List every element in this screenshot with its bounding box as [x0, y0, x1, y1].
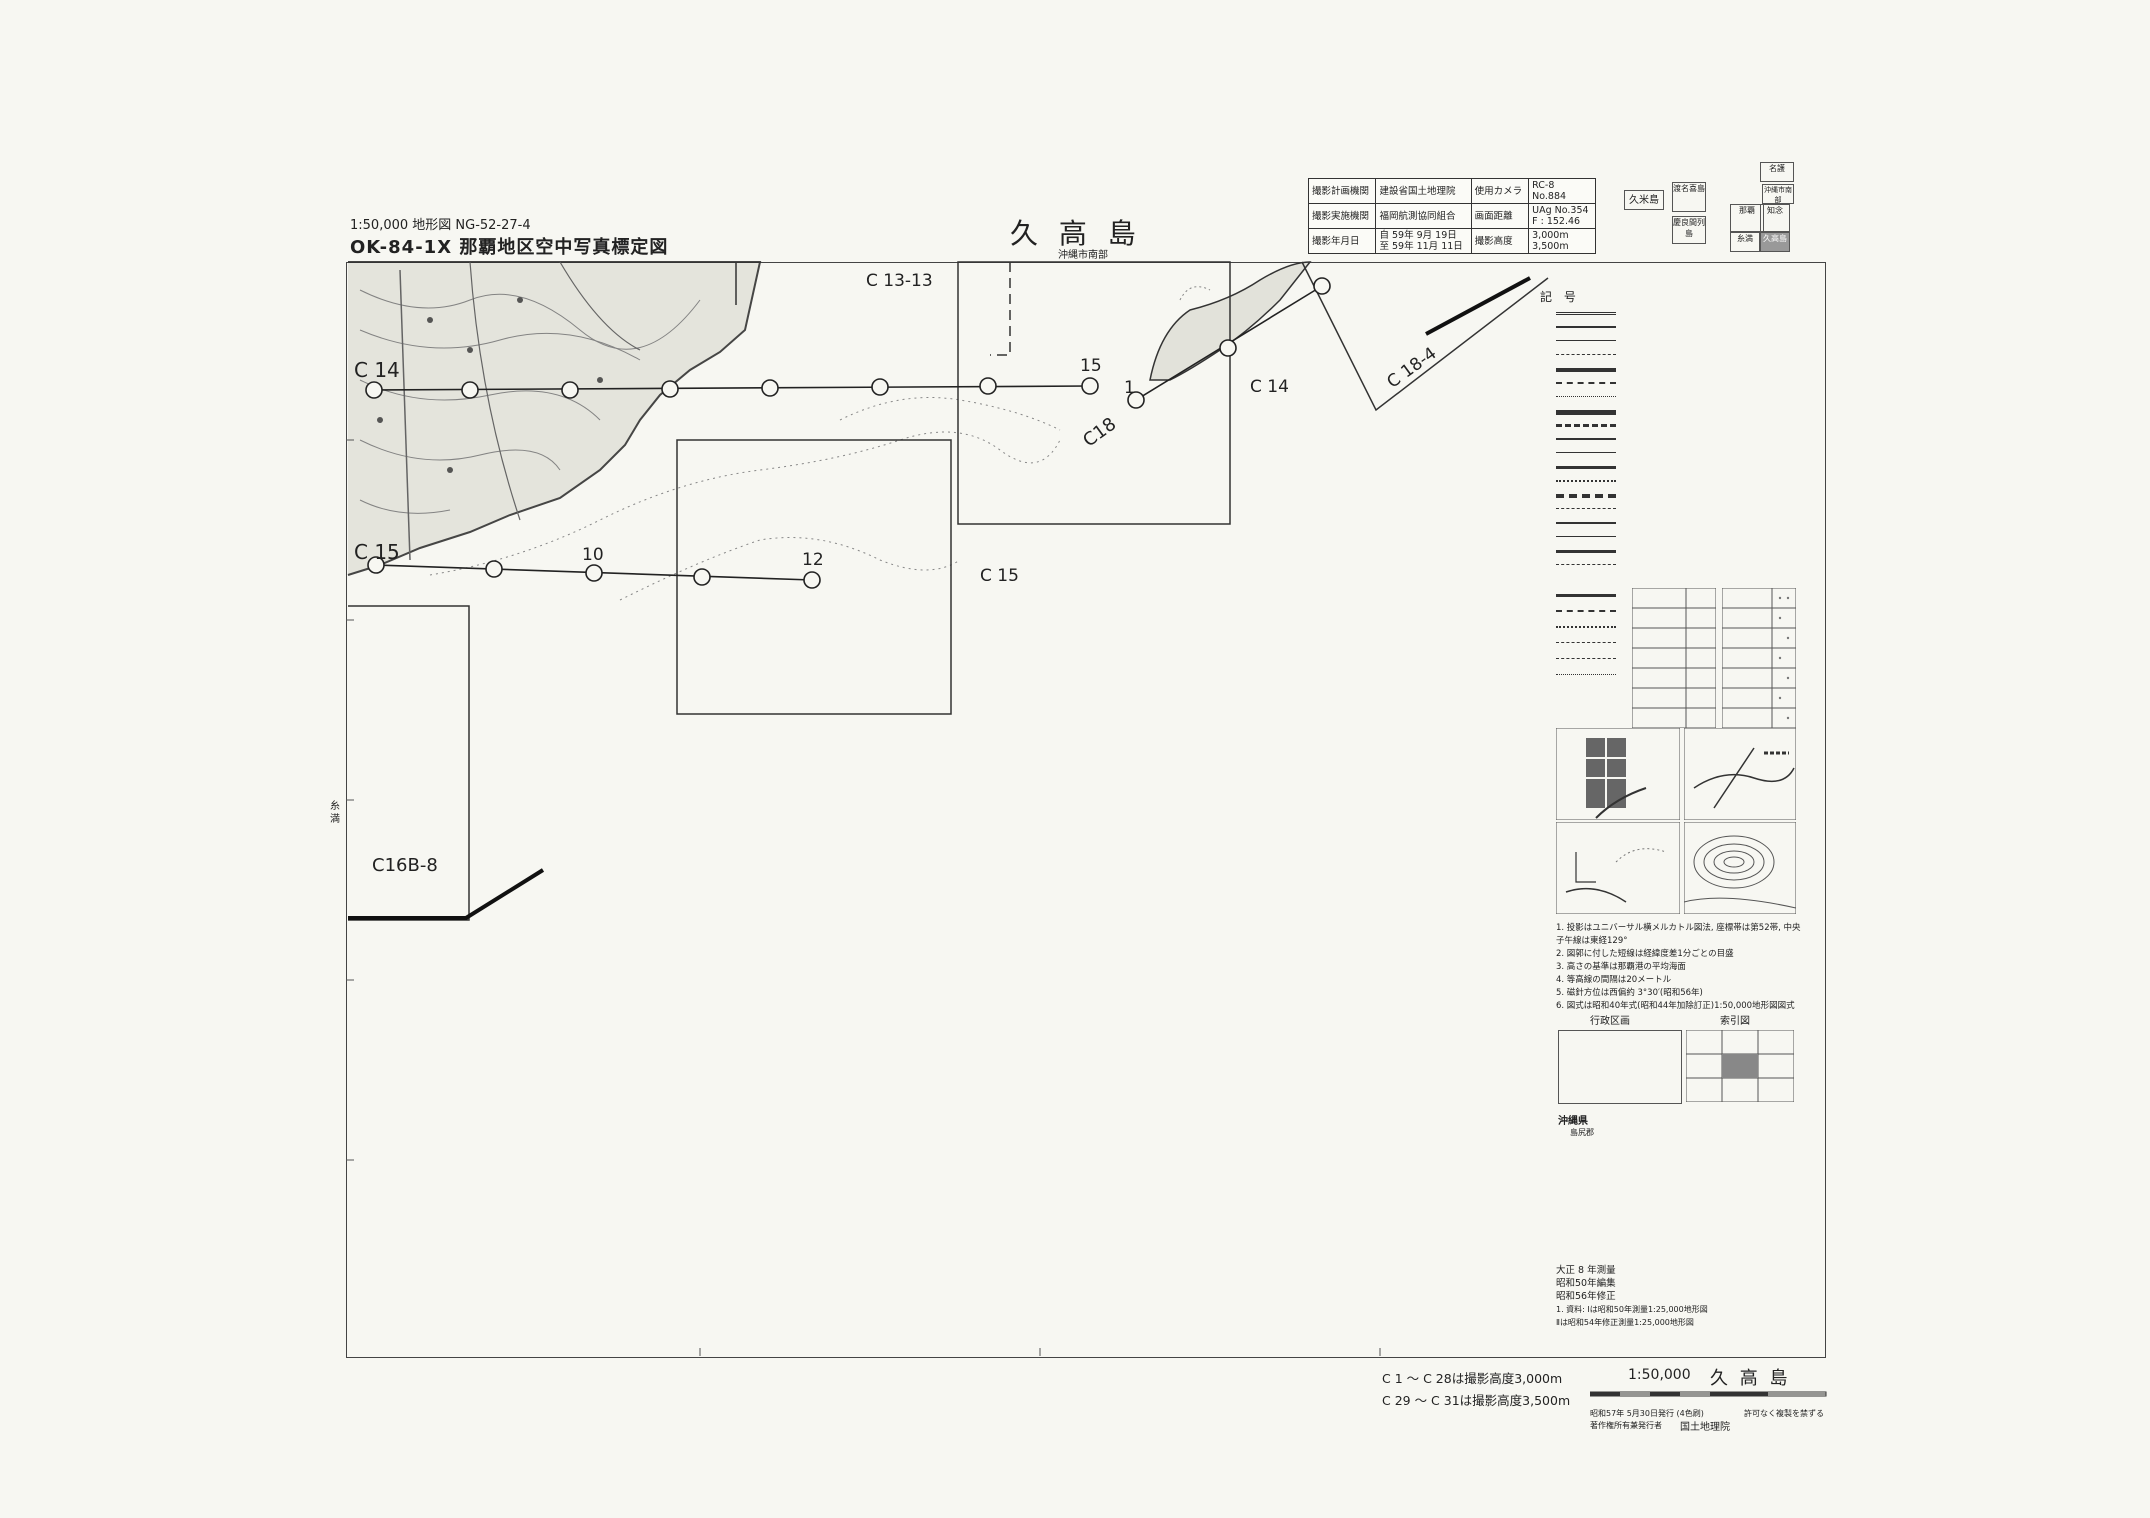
survey-line: 昭和50年編集	[1556, 1278, 1616, 1289]
index-grid	[1686, 1030, 1794, 1102]
source-line: Ⅱは昭和54年修正測量1:25,000地形図	[1556, 1318, 1694, 1327]
photo-label: C 15	[354, 540, 400, 564]
note-line: 子午線は東経129°	[1556, 936, 1628, 946]
urban-example	[1556, 728, 1680, 820]
legend-symbols	[1556, 304, 1796, 574]
publish-date: 昭和57年 5月30日発行 (4色刷)	[1590, 1409, 1704, 1418]
photo-label: C 14	[1250, 377, 1289, 397]
admin-prefecture: 沖縄県	[1558, 1116, 1588, 1127]
info-value: 自 59年 9月 19日至 59年 11月 11日	[1375, 228, 1472, 254]
frame-number: 10	[582, 545, 604, 565]
note-line: 5. 磁針方位は西偏約 3°30′(昭和56年)	[1556, 988, 1703, 998]
vegetation-grid-left	[1632, 588, 1716, 728]
legend-boundaries	[1556, 588, 1656, 728]
water-example	[1684, 728, 1796, 820]
index-cell: 名護	[1760, 162, 1794, 182]
copyright-notice: 許可なく複製を禁ずる	[1744, 1409, 1824, 1418]
note-line: 4. 等高線の間隔は20メートル	[1556, 975, 1672, 985]
scale-code: 1:50,000 地形図 NG-52-27-4	[350, 218, 531, 233]
legend-title: 記 号	[1540, 290, 1580, 304]
index-cell: 久米島	[1624, 190, 1664, 210]
admin-box	[1558, 1030, 1682, 1104]
frame-number: 12	[802, 550, 824, 570]
photo-label: C 13-13	[866, 271, 933, 291]
place-label: 糸満	[330, 801, 340, 825]
index-cell: 沖縄市南部	[1762, 184, 1794, 204]
info-label: 撮影計画機関	[1307, 178, 1377, 204]
topographic-area	[347, 261, 762, 576]
info-label: 撮影年月日	[1307, 228, 1377, 254]
survey-history: 大正 8 年測量 昭和50年編集 昭和56年修正 1. 資料: Ⅰは昭和50年測…	[1556, 1264, 1708, 1329]
admin-title: 行政区画	[1590, 1016, 1630, 1027]
scale-bar	[1590, 1391, 1827, 1397]
publisher: 国土地理院	[1680, 1422, 1730, 1433]
coast-example	[1556, 822, 1680, 914]
index-cell: 渡名喜島	[1672, 182, 1706, 212]
index-cell-current: 久高島	[1760, 232, 1790, 252]
sheet-subtitle: 沖縄市南部	[1058, 250, 1108, 261]
admin-city: 島尻郡	[1570, 1128, 1594, 1137]
note-line: 3. 高さの基準は那覇港の平均海面	[1556, 962, 1686, 972]
index-cell: 糸満	[1730, 232, 1760, 252]
index-cell: 那覇	[1730, 204, 1764, 232]
photo-label: C 15	[980, 566, 1019, 586]
survey-line: 昭和56年修正	[1556, 1291, 1616, 1302]
index-cell: 慶良間列島	[1672, 216, 1706, 244]
info-label: 使用カメラ	[1470, 178, 1530, 204]
footer-sheet-name: 久 高 島	[1710, 1368, 1791, 1389]
frame-number: 1	[1124, 378, 1135, 398]
sheet-name: 久 高 島	[1010, 217, 1142, 250]
index-map: 久米島 渡名喜島 那覇 慶良間列島 糸満 知念 久高島 沖縄市南部 名護	[1622, 160, 1832, 252]
source-line: 1. 資料: Ⅰは昭和50年測量1:25,000地形図	[1556, 1305, 1708, 1314]
index-title: 索引図	[1720, 1016, 1750, 1027]
altitude-note-1: C 1 ～ C 28は撮影高度3,000m	[1382, 1371, 1563, 1386]
note-line: 2. 図郭に付した短線は経緯度差1分ごとの目盛	[1556, 949, 1734, 959]
legend-notes: 1. 投影はユニバーサル横メルカトル図法, 座標帯は第52帯, 中央 子午線は東…	[1556, 922, 1801, 1013]
note-line: 6. 図式は昭和40年式(昭和44年加除訂正)1:50,000地形図図式	[1556, 1001, 1795, 1011]
photo-label: C 14	[354, 358, 400, 382]
index-cell: 知念	[1760, 204, 1790, 232]
vegetation-grid	[1722, 588, 1796, 728]
note-line: 1. 投影はユニバーサル横メルカトル図法, 座標帯は第52帯, 中央	[1556, 923, 1801, 933]
footer-scale: 1:50,000	[1628, 1367, 1691, 1383]
photo-label: C16B-8	[372, 855, 438, 876]
info-value: 福岡航測協同組合	[1375, 203, 1472, 229]
info-value: 建設省国土地理院	[1375, 178, 1472, 204]
survey-line: 大正 8 年測量	[1556, 1265, 1616, 1276]
frame-number: 15	[1080, 356, 1102, 376]
contour-example	[1684, 822, 1796, 914]
publisher-line: 著作権所有兼発行者	[1590, 1421, 1662, 1430]
sheet-code-title: OK-84-1X 那覇地区空中写真標定図	[350, 237, 669, 258]
altitude-note-2: C 29 ～ C 31は撮影高度3,500m	[1382, 1393, 1571, 1408]
info-label: 撮影高度	[1470, 228, 1530, 254]
